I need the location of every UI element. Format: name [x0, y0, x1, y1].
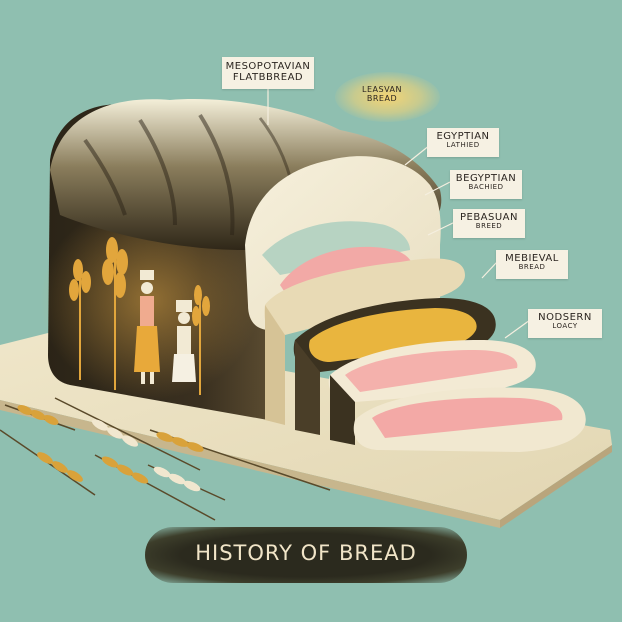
label-line-2: BREED [475, 222, 503, 230]
label-line-1: LEASVAN [362, 85, 402, 94]
bread-slice-1 [264, 258, 465, 425]
label-line-2: BREAD [366, 93, 398, 103]
label-line-1: MEBIEVAL [505, 253, 559, 264]
label-line-1: BEGYPTIAN [455, 173, 517, 184]
label-line-2: BACHIED [468, 183, 504, 191]
label-leasvan-bread: LEASVAN BREAD [352, 85, 412, 108]
label-egyptian: EGYPTIAN LATHIED [427, 128, 499, 157]
label-modern: NODSERN LOACY [528, 309, 602, 338]
egyptian-figure-icon [134, 270, 160, 384]
label-line-2: FLATBBREAD [232, 72, 304, 83]
label-line-1: MESOPOTAVIAN [225, 61, 311, 72]
label-leader-lines [267, 85, 531, 339]
page-title: HISTORY OF BREAD [195, 541, 417, 565]
wheat-stalk-icon [4, 404, 76, 431]
egyptian-figure-icon [172, 300, 196, 382]
wheat-stalk-icon [94, 454, 216, 521]
wheat-stalk-icon [149, 429, 331, 491]
wheat-stalk-icon [147, 464, 226, 501]
label-glow [335, 72, 440, 122]
wheat-stalk-icon [192, 285, 210, 395]
label-line-1: NODSERN [538, 312, 592, 323]
label-mesopotamian-flatbread: MESOPOTAVIAN FLATBBREAD [222, 57, 314, 89]
wheat-stalk-icon [54, 397, 201, 471]
wheat-stalk-icon [102, 237, 128, 390]
label-line-2: BREAD [518, 263, 546, 271]
bread-slice-3 [328, 340, 536, 445]
wheat-stalk-icon [69, 259, 91, 380]
label-pebasuan: PEBASUAN BREED [453, 209, 525, 238]
label-medieval: MEBIEVAL BREAD [496, 250, 568, 279]
bread-slice-4 [353, 387, 586, 452]
wheat-stalk-icon [0, 429, 96, 496]
label-line-2: LATHIED [446, 141, 480, 149]
label-line-2: LOACY [552, 322, 578, 330]
label-line-1: PEBASUAN [459, 212, 519, 223]
label-begyptian: BEGYPTIAN BACHIED [450, 170, 522, 199]
title-pill [145, 527, 467, 583]
label-line-1: EGYPTIAN [436, 131, 490, 142]
